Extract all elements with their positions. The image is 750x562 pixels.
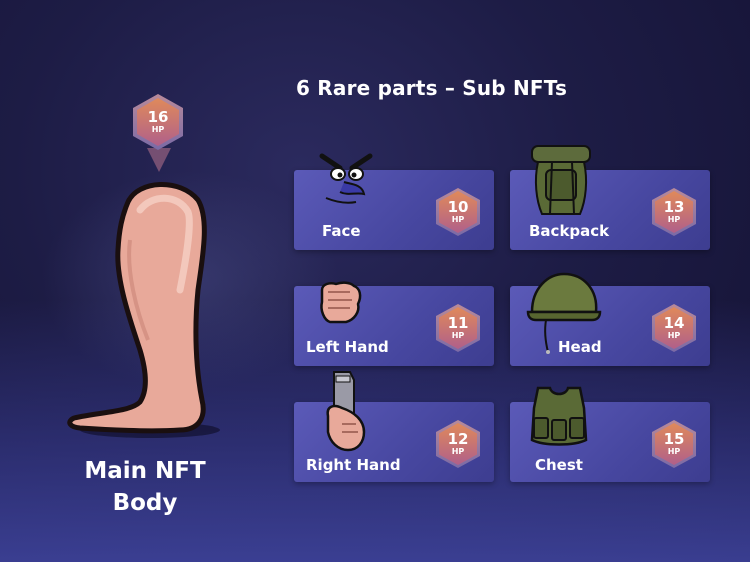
main-hp-value: 16 bbox=[147, 108, 169, 126]
part-hp-badge: 15 HP bbox=[652, 420, 696, 468]
part-label: Face bbox=[322, 222, 361, 240]
part-label: Right Hand bbox=[306, 456, 401, 474]
part-label: Chest bbox=[535, 456, 583, 474]
leg-body-icon bbox=[67, 182, 220, 438]
marker-pointer-icon bbox=[147, 148, 171, 172]
part-hp-badge: 11 HP bbox=[436, 304, 480, 352]
helmet-icon bbox=[526, 272, 602, 354]
vest-icon bbox=[530, 386, 588, 446]
part-card-backpack[interactable]: Backpack 13 HP bbox=[510, 170, 710, 250]
part-hp-badge: 13 HP bbox=[652, 188, 696, 236]
part-label: Left Hand bbox=[306, 338, 389, 356]
part-label: Head bbox=[558, 338, 602, 356]
main-hp-marker: 16 HP bbox=[131, 92, 187, 172]
main-hp-unit: HP bbox=[151, 125, 165, 134]
part-card-face[interactable]: Face 10 HP bbox=[294, 170, 494, 250]
part-hp-badge: 10 HP bbox=[436, 188, 480, 236]
main-nft-label: Main NFT Body bbox=[84, 458, 206, 516]
part-card-head[interactable]: Head 14 HP bbox=[510, 286, 710, 366]
fist-icon bbox=[320, 281, 362, 324]
page-title: 6 Rare parts – Sub NFTs bbox=[296, 76, 568, 100]
backpack-icon bbox=[531, 145, 591, 215]
part-hp-badge: 14 HP bbox=[652, 304, 696, 352]
face-icon bbox=[319, 153, 373, 204]
pistol-hand-icon bbox=[326, 371, 366, 452]
part-hp-badge: 12 HP bbox=[436, 420, 480, 468]
part-card-left-hand[interactable]: Left Hand 11 HP bbox=[294, 286, 494, 366]
part-label: Backpack bbox=[529, 222, 610, 240]
